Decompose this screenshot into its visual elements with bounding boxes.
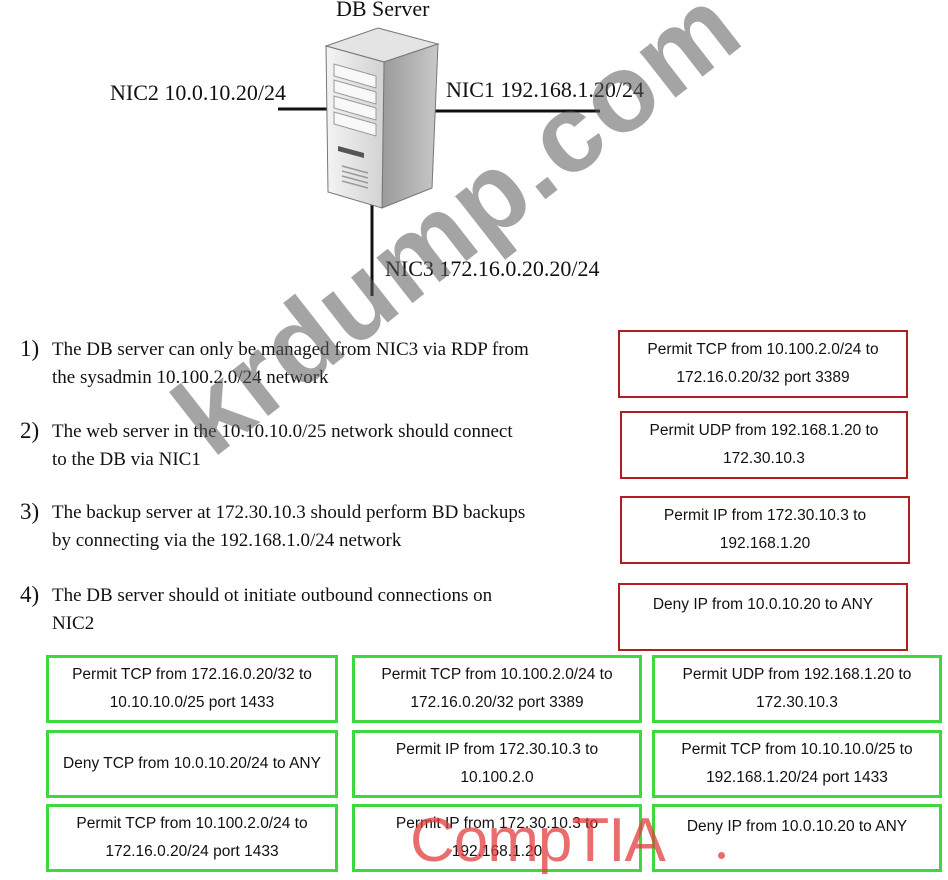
requirement-text: The backup server at 172.30.10.3 should … [52, 502, 526, 551]
option-box-1[interactable]: Permit TCP from 172.16.0.20/32 to 10.10.… [46, 655, 338, 723]
requirement-number: 2) [20, 418, 40, 443]
requirement-number: 1) [20, 336, 40, 361]
option-box-3[interactable]: Permit UDP from 192.168.1.20 to 172.30.1… [652, 655, 942, 723]
diagram-title: DB Server [336, 0, 430, 21]
registered-mark-icon [718, 852, 725, 859]
target-box-2[interactable]: Permit UDP from 192.168.1.20 to 172.30.1… [620, 411, 908, 479]
option-box-9[interactable]: Deny IP from 10.0.10.20 to ANY [652, 804, 942, 872]
db-server-diagram [278, 27, 600, 296]
requirement-text: The DB server can only be managed from N… [52, 339, 529, 388]
option-box-8[interactable]: Permit IP from 172.30.10.3 to 192.168.1.… [352, 804, 642, 872]
option-box-2[interactable]: Permit TCP from 10.100.2.0/24 to 172.16.… [352, 655, 642, 723]
target-box-1[interactable]: Permit TCP from 10.100.2.0/24 to 172.16.… [618, 330, 908, 398]
nic1-label: NIC1 192.168.1.20/24 [446, 77, 644, 102]
requirement-text: The DB server should ot initiate outboun… [52, 585, 493, 634]
option-box-5[interactable]: Permit IP from 172.30.10.3 to 10.100.2.0 [352, 730, 642, 798]
target-box-4[interactable]: Deny IP from 10.0.10.20 to ANY [618, 583, 908, 651]
nic2-label: NIC2 10.0.10.20/24 [110, 80, 286, 105]
option-box-6[interactable]: Permit TCP from 10.10.10.0/25 to 192.168… [652, 730, 942, 798]
option-box-4[interactable]: Deny TCP from 10.0.10.20/24 to ANY [46, 730, 338, 798]
server-icon [324, 27, 440, 209]
nic3-label: NIC3 172.16.0.20.20/24 [385, 256, 600, 281]
option-box-7[interactable]: Permit TCP from 10.100.2.0/24 to 172.16.… [46, 804, 338, 872]
requirement-text: The web server in the 10.10.10.0/25 netw… [52, 421, 513, 470]
requirement-number: 3) [20, 499, 40, 524]
target-box-3[interactable]: Permit IP from 172.30.10.3 to 192.168.1.… [620, 496, 910, 564]
requirement-number: 4) [20, 582, 40, 607]
